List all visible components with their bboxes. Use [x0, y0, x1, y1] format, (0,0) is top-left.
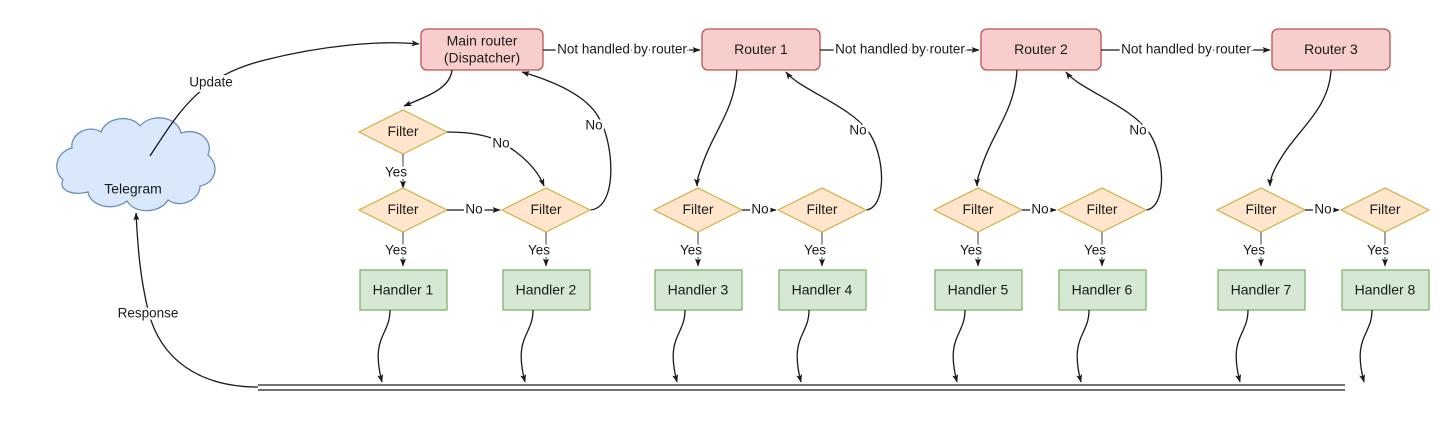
edge-label-no-a2: No [465, 202, 482, 217]
handler-5-label: Handler 5 [948, 282, 1009, 298]
handler-5-box[interactable] [934, 269, 1023, 311]
edge-handler1-to-bus [377, 309, 391, 383]
handler-2-box[interactable] [502, 269, 591, 311]
edge-label-no-c1: No [1031, 202, 1048, 217]
router-1-node[interactable]: Router 1 [701, 28, 821, 71]
main-router-label-line2: (Dispatcher) [444, 50, 520, 66]
edge-response [133, 212, 259, 388]
handler-3-label: Handler 3 [668, 282, 729, 298]
edge-label-no-d1: No [1314, 202, 1331, 217]
edge-router2-to-filter6 [974, 69, 1018, 187]
handler-8-box[interactable] [1341, 269, 1430, 311]
filter-6-node[interactable]: Filter [932, 187, 1024, 233]
handler-7-node[interactable]: Handler 7 [1217, 269, 1306, 311]
handler-1-label: Handler 1 [373, 282, 434, 298]
edge-filter7-no-to-router2 [1065, 71, 1163, 211]
edge-handler5-to-bus [952, 309, 966, 383]
edge-handler7-to-bus [1235, 309, 1249, 383]
edge-filter1-no-to-filter3 [446, 131, 545, 187]
edge-filter2-no-to-mainrouter [521, 71, 612, 211]
router-3-label: Router 3 [1304, 41, 1358, 57]
filter-8-node[interactable]: Filter [1215, 187, 1307, 233]
edge-label-yes-9: Yes [1367, 243, 1389, 258]
cloud-shape [56, 117, 216, 212]
main-router-label-line1: Main router [447, 33, 518, 49]
edge-label-not-handled-3: Not handled by router [1121, 42, 1251, 57]
filter-7-label: Filter [1086, 201, 1117, 217]
edge-handler4-to-bus [796, 309, 810, 383]
handler-7-label: Handler 7 [1231, 282, 1292, 298]
edge-label-yes-7: Yes [1084, 243, 1106, 258]
handler-4-box[interactable] [778, 269, 867, 311]
edge-router1-to-filter4 [694, 69, 738, 187]
filter-1-label: Filter [387, 123, 418, 139]
edge-update [149, 40, 420, 157]
filter-8-label: Filter [1245, 201, 1276, 217]
cloud-label: Telegram [104, 181, 162, 197]
edge-label-not-handled-1: Not handled by router [557, 42, 687, 57]
filter-4-label: Filter [682, 201, 713, 217]
router-1-label: Router 1 [734, 41, 788, 57]
router-2-label: Router 2 [1014, 41, 1068, 57]
edge-label-no-c2: No [1129, 123, 1146, 138]
router-2-node[interactable]: Router 2 [980, 28, 1102, 71]
edge-label-no-a3: No [585, 118, 602, 133]
handler-1-box[interactable] [359, 269, 448, 311]
edge-handler8-to-bus [1359, 309, 1373, 383]
handler-6-node[interactable]: Handler 6 [1058, 269, 1147, 311]
edge-label-not-handled-2: Not handled by router [835, 42, 965, 57]
main-router-node[interactable]: Main router (Dispatcher) [420, 28, 544, 71]
edge-label-no-a1: No [492, 136, 509, 151]
edge-handler3-to-bus [672, 309, 686, 383]
edge-label-yes-4: Yes [680, 243, 702, 258]
edge-label-response: Response [118, 306, 179, 321]
edge-handler6-to-bus [1076, 309, 1090, 383]
router-3-node[interactable]: Router 3 [1271, 28, 1391, 71]
handler-6-box[interactable] [1058, 269, 1147, 311]
filter-3-label: Filter [530, 201, 561, 217]
filter-4-node[interactable]: Filter [652, 187, 744, 233]
edge-label-yes-2: Yes [385, 243, 407, 258]
handler-8-node[interactable]: Handler 8 [1341, 269, 1430, 311]
filter-2-label: Filter [387, 201, 418, 217]
filter-9-node[interactable]: Filter [1339, 187, 1431, 233]
filter-6-label: Filter [962, 201, 993, 217]
handler-5-node[interactable]: Handler 5 [934, 269, 1023, 311]
edge-label-yes-5: Yes [804, 243, 826, 258]
edge-mainrouter-to-filter1 [403, 69, 453, 107]
filter-9-label: Filter [1369, 201, 1400, 217]
edge-label-yes-8: Yes [1243, 243, 1265, 258]
edge-handler2-to-bus [520, 309, 534, 383]
edge-label-yes-1: Yes [385, 165, 407, 180]
edge-filter5-no-to-router1 [785, 71, 883, 211]
filter-5-node[interactable]: Filter [776, 187, 868, 233]
filter-7-node[interactable]: Filter [1056, 187, 1148, 233]
filter-2-node[interactable]: Filter [357, 187, 449, 233]
edge-label-no-b1: No [751, 202, 768, 217]
handler-3-node[interactable]: Handler 3 [654, 269, 743, 311]
edge-label-yes-6: Yes [960, 243, 982, 258]
edge-label-yes-3: Yes [528, 243, 550, 258]
handler-2-node[interactable]: Handler 2 [502, 269, 591, 311]
edge-label-update: Update [189, 75, 233, 90]
handler-7-box[interactable] [1217, 269, 1306, 311]
handler-4-node[interactable]: Handler 4 [778, 269, 867, 311]
edge-label-no-b2: No [849, 123, 866, 138]
filter-1-node[interactable]: Filter [357, 109, 449, 155]
handler-6-label: Handler 6 [1072, 282, 1133, 298]
filter-5-label: Filter [806, 201, 837, 217]
handler-1-node[interactable]: Handler 1 [359, 269, 448, 311]
edge-router3-to-filter8 [1267, 69, 1332, 187]
handler-3-box[interactable] [654, 269, 743, 311]
handler-2-label: Handler 2 [516, 282, 577, 298]
telegram-cloud: Telegram [56, 117, 216, 212]
handler-4-label: Handler 4 [792, 282, 853, 298]
filter-3-node[interactable]: Filter [500, 187, 592, 233]
handler-8-label: Handler 8 [1355, 282, 1416, 298]
